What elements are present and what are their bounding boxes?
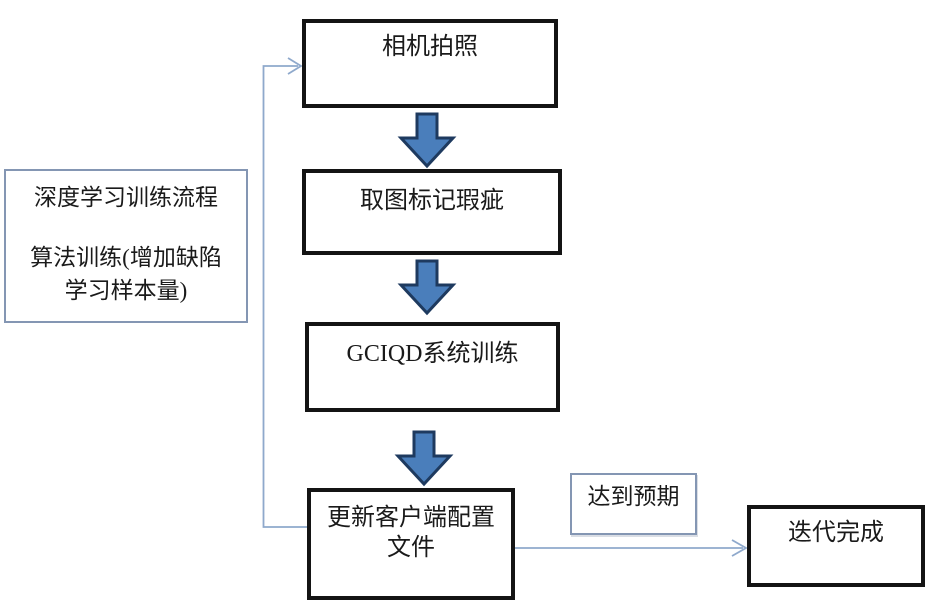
side-note-line: 学习样本量) bbox=[64, 278, 188, 303]
down-block-arrow-icon bbox=[397, 259, 457, 316]
side-note-line: 深度学习训练流程 bbox=[34, 185, 218, 210]
flow-node-iteration-done: 迭代完成 bbox=[747, 505, 925, 587]
flow-node-label: 文件 bbox=[387, 535, 435, 561]
edge-label-expectation: 达到预期 bbox=[570, 473, 697, 535]
side-note-box: 深度学习训练流程 算法训练(增加缺陷 学习样本量) bbox=[4, 169, 248, 323]
down-block-arrow-icon bbox=[397, 112, 457, 169]
edge-label-text: 达到预期 bbox=[587, 484, 680, 509]
flow-node-mark-defects: 取图标记瑕疵 bbox=[302, 169, 562, 255]
flow-node-label: 取图标记瑕疵 bbox=[360, 188, 504, 214]
flow-node-system-training: GCIQD系统训练 bbox=[305, 322, 560, 412]
flow-node-camera: 相机拍照 bbox=[302, 19, 558, 108]
flow-node-label: 迭代完成 bbox=[788, 520, 884, 546]
feedback-connector-line bbox=[262, 65, 307, 528]
done-arrowhead-icon bbox=[731, 539, 748, 557]
flow-node-label: GCIQD系统训练 bbox=[346, 341, 519, 367]
down-block-arrow-icon bbox=[394, 430, 454, 487]
flow-node-update-config: 更新客户端配置 文件 bbox=[307, 488, 515, 600]
flow-node-label: 相机拍照 bbox=[382, 34, 478, 60]
feedback-arrowhead-icon bbox=[287, 57, 303, 75]
flow-node-label: 更新客户端配置 bbox=[327, 505, 495, 531]
side-note-line: 算法训练(增加缺陷 bbox=[30, 245, 222, 270]
